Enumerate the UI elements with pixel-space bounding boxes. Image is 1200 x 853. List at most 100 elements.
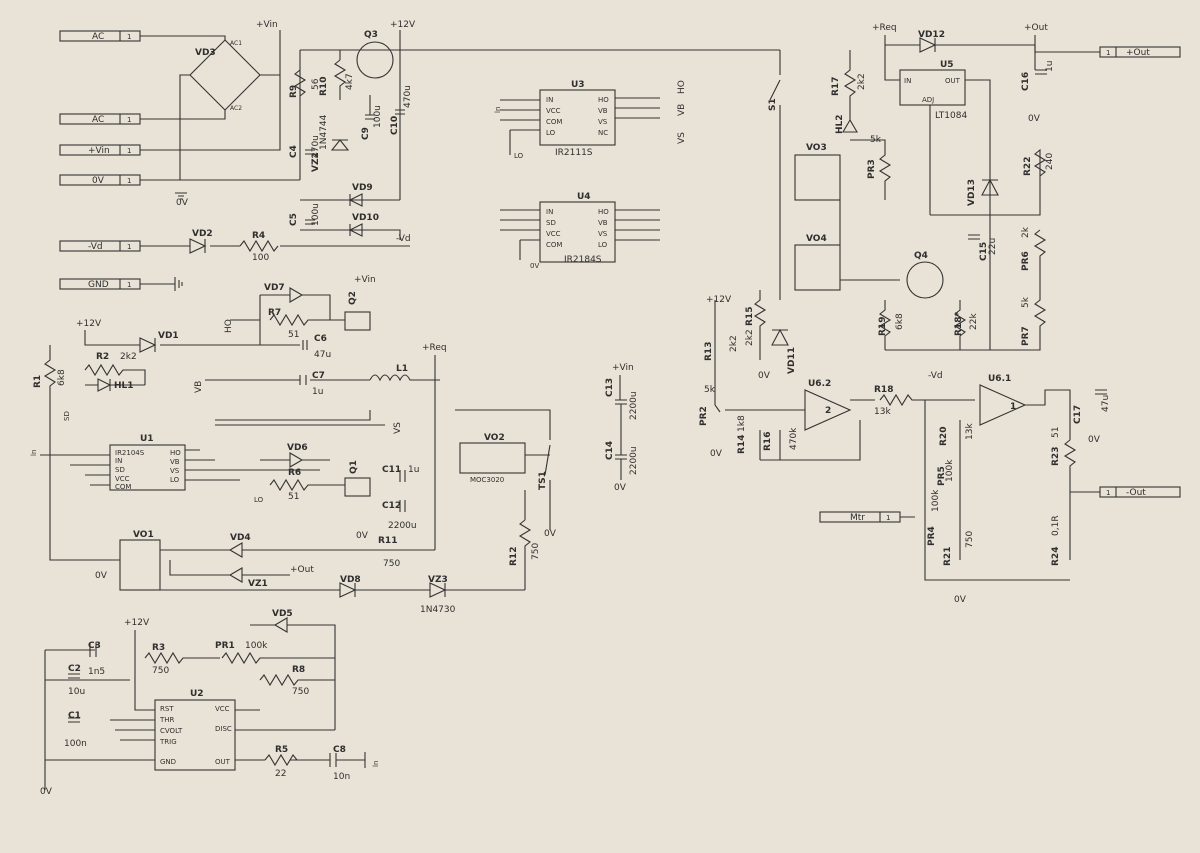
svg-text:GND: GND — [160, 758, 176, 766]
svg-text:R21: R21 — [943, 547, 953, 566]
svg-text:HO: HO — [677, 80, 687, 94]
vd2-r4-line: VD2 R4 100 -Vd — [140, 229, 411, 263]
svg-text:LO: LO — [254, 496, 264, 504]
c13-c14: +Vin C13 2200u C14 2200u 0V — [605, 363, 639, 493]
svg-text:240: 240 — [1045, 153, 1055, 170]
port-gnd: GND 1 — [59, 278, 141, 290]
svg-text:+Req: +Req — [872, 23, 897, 33]
svg-text:R13: R13 — [704, 342, 714, 361]
svg-text:+Vin: +Vin — [256, 20, 278, 30]
svg-text:0,1R: 0,1R — [1051, 515, 1061, 536]
svg-text:PR1: PR1 — [215, 641, 235, 651]
svg-text:1k8: 1k8 — [737, 415, 747, 432]
svg-text:C17: C17 — [1073, 405, 1083, 424]
svg-text:VO4: VO4 — [806, 234, 827, 244]
u1-ic: U1 IR2104S IN SD VCC COM HO VB VS LO ln … — [30, 411, 320, 491]
svg-text:PR4: PR4 — [927, 526, 937, 546]
port-ac-1-label: AC — [92, 32, 104, 42]
svg-text:2k: 2k — [1021, 226, 1031, 238]
svg-text:Q3: Q3 — [364, 30, 378, 40]
port-neg-vd-label: -Vd — [88, 242, 103, 252]
svg-text:VD7: VD7 — [264, 283, 285, 293]
port-out-pos-label: +Out — [1126, 48, 1150, 58]
svg-text:CVOLT: CVOLT — [160, 727, 183, 735]
svg-text:0V: 0V — [758, 371, 771, 381]
svg-text:750: 750 — [292, 687, 309, 697]
svg-text:IR2104S: IR2104S — [115, 449, 145, 457]
svg-text:LO: LO — [170, 476, 180, 484]
svg-text:IN: IN — [115, 457, 122, 465]
svg-text:22k: 22k — [969, 313, 979, 330]
svg-text:R14: R14 — [737, 435, 747, 454]
gnd-symbol — [140, 277, 183, 291]
svg-text:100k: 100k — [931, 489, 941, 512]
svg-text:MOC3020: MOC3020 — [470, 476, 504, 484]
svg-text:VZ1: VZ1 — [248, 579, 268, 589]
u2-ic: U2 RST THR CVOLT TRIG GND VCC DISC OUT +… — [40, 609, 380, 797]
svg-text:750: 750 — [152, 666, 169, 676]
svg-text:10u: 10u — [68, 687, 85, 697]
svg-text:470u: 470u — [311, 135, 321, 158]
svg-text:L1: L1 — [396, 364, 408, 374]
svg-text:SD: SD — [546, 219, 556, 227]
svg-text:4k7: 4k7 — [345, 73, 355, 90]
svg-text:VS: VS — [393, 422, 403, 434]
svg-text:R18: R18 — [874, 385, 893, 395]
svg-text:VD10: VD10 — [352, 213, 379, 223]
svg-text:IR2184S: IR2184S — [564, 255, 602, 265]
svg-text:0V: 0V — [176, 198, 189, 208]
svg-text:750: 750 — [965, 531, 975, 548]
svg-text:U3: U3 — [571, 80, 585, 90]
port-mtr-label: Mtr — [850, 513, 865, 523]
svg-text:C10: C10 — [390, 116, 400, 135]
svg-text:750: 750 — [531, 543, 541, 560]
svg-text:100u: 100u — [373, 105, 383, 128]
svg-text:R2: R2 — [96, 352, 109, 362]
svg-text:LT1084: LT1084 — [935, 111, 967, 121]
port-vin: +Vin 1 — [59, 144, 141, 156]
svg-text:VB: VB — [677, 104, 687, 116]
svg-text:2200u: 2200u — [629, 391, 639, 420]
svg-text:+12V: +12V — [706, 295, 732, 305]
svg-text:R4: R4 — [252, 231, 265, 241]
svg-text:C14: C14 — [605, 441, 615, 460]
svg-text:0V: 0V — [40, 787, 53, 797]
svg-text:R1: R1 — [33, 375, 43, 388]
svg-text:SD: SD — [115, 466, 125, 474]
svg-text:R9: R9 — [289, 85, 299, 98]
svg-text:10n: 10n — [333, 772, 350, 782]
svg-text:1: 1 — [127, 116, 131, 124]
port-ac-2: AC 1 — [59, 113, 141, 125]
svg-text:AC2: AC2 — [230, 105, 242, 112]
svg-text:VD3: VD3 — [195, 48, 216, 58]
svg-text:R3: R3 — [152, 643, 165, 653]
svg-text:VCC: VCC — [215, 705, 230, 713]
vo1-section: VO1 0V VD4 VZ1 +Out VD8 VZ3 1N4730 R11 7… — [95, 530, 525, 615]
port-zero: 0V 1 — [59, 174, 141, 186]
svg-text:C9: C9 — [361, 127, 371, 140]
port-neg-vd: -Vd 1 — [59, 240, 141, 252]
svg-text:U6.2: U6.2 — [808, 379, 831, 389]
svg-text:AC1: AC1 — [230, 40, 242, 47]
svg-text:U2: U2 — [190, 689, 204, 699]
svg-text:+Req: +Req — [422, 343, 447, 353]
svg-text:RST: RST — [160, 705, 174, 713]
svg-text:C4: C4 — [289, 145, 299, 158]
svg-text:HO: HO — [598, 208, 609, 216]
svg-text:C16: C16 — [1021, 72, 1031, 91]
svg-text:1u: 1u — [408, 465, 419, 475]
svg-text:2: 2 — [825, 406, 831, 416]
svg-text:R5: R5 — [275, 745, 288, 755]
svg-text:100: 100 — [252, 253, 269, 263]
svg-text:R11: R11 — [378, 536, 397, 546]
svg-text:VD13: VD13 — [967, 179, 977, 206]
svg-text:R24: R24 — [1051, 547, 1061, 566]
svg-text:1: 1 — [1010, 402, 1016, 412]
svg-text:0V: 0V — [544, 529, 557, 539]
svg-text:IN: IN — [546, 208, 553, 216]
svg-text:C6: C6 — [314, 334, 327, 344]
svg-text:-Vd: -Vd — [928, 371, 943, 381]
svg-text:R12: R12 — [509, 547, 519, 566]
s1-vo3-vo4-q4: S1 R17 2k2 HL2 PR3 5k VO3 VO4 Q4 R19 6k8… — [745, 50, 979, 381]
